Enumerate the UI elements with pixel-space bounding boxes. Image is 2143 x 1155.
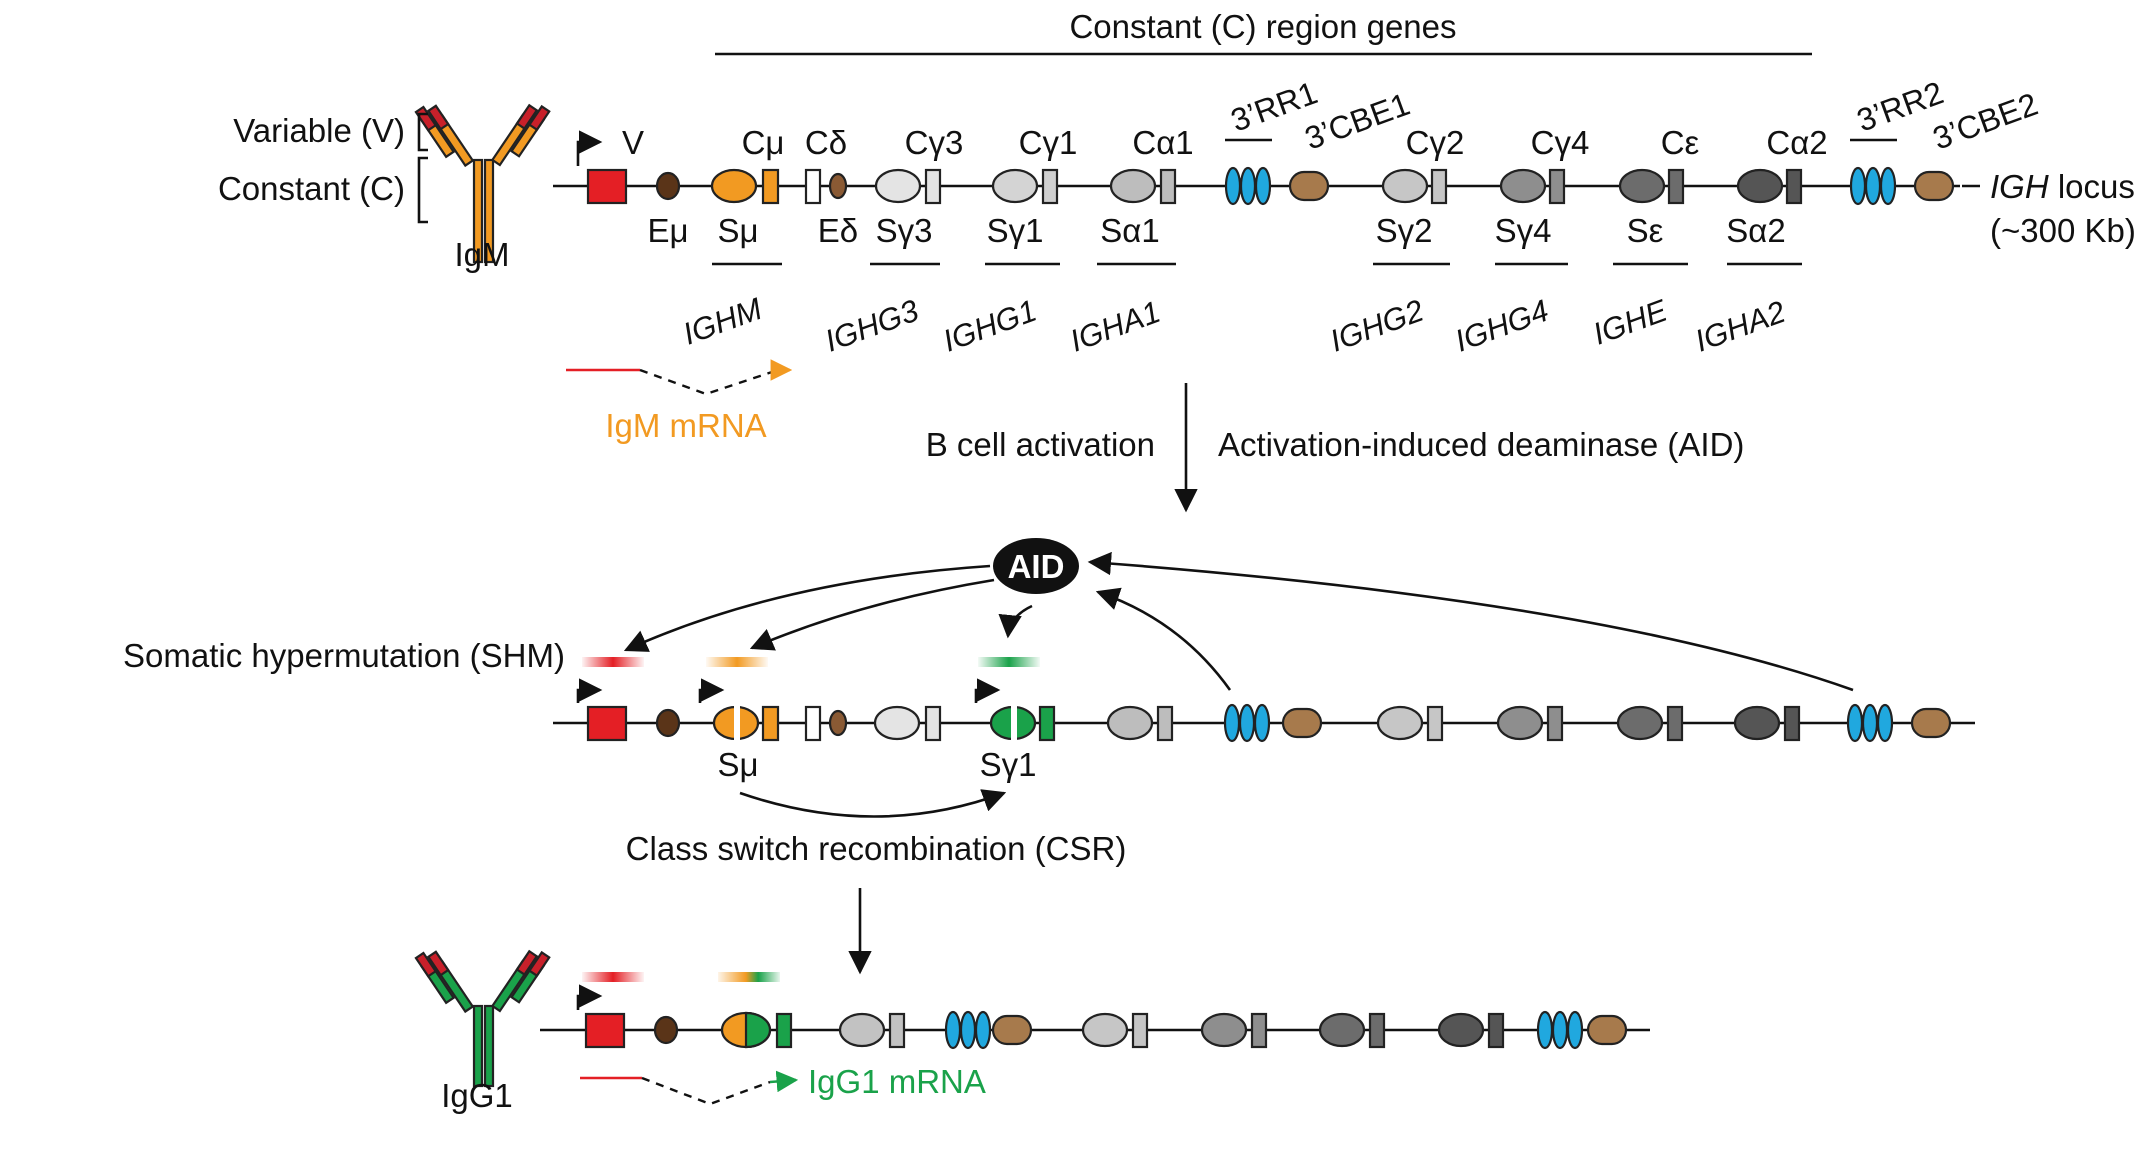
c-gamma2-exon [1430, 168, 1448, 205]
label-igm: IgM [454, 236, 509, 273]
e-mu-enhancer [655, 171, 681, 201]
label-s-gamma1: Sγ1 [987, 212, 1044, 249]
bottom-bar-v [582, 972, 644, 982]
s-alpha1 [1109, 168, 1157, 204]
label-c-delta: Cδ [805, 124, 847, 161]
bottom-bar-switch [718, 972, 780, 982]
igm-mrna-icon [566, 359, 793, 396]
s-gamma3 [874, 168, 922, 204]
c-epsilon-exon [1667, 168, 1685, 205]
label-c-gamma1: Cγ1 [1019, 124, 1078, 161]
label-s-gamma3: Sγ3 [876, 212, 933, 249]
s-gamma1 [991, 168, 1039, 204]
3cbe2-element [1913, 170, 1955, 202]
gene-igha1: IGHA1 [1065, 294, 1164, 359]
label-s-gamma2: Sγ2 [1376, 212, 1433, 249]
igh-locus-germline [553, 130, 1960, 206]
3cbe1-element [1288, 170, 1330, 202]
label-v: V [622, 124, 644, 161]
v-segment [586, 168, 628, 205]
label-s-alpha2: Sα2 [1726, 212, 1785, 249]
label-mid-s-mu: Sμ [717, 746, 758, 783]
shm-bar-sgamma1 [978, 657, 1040, 667]
shm-bar-v [582, 657, 644, 667]
aid-arrows [623, 551, 1854, 692]
c-gamma1-exon [1041, 168, 1059, 205]
label-igm-mrna: IgM mRNA [605, 407, 766, 444]
igh-locus-activated [553, 678, 1975, 743]
c-gamma4-exon [1548, 168, 1566, 205]
aid-node [993, 538, 1079, 594]
gene-ighe: IGHE [1588, 293, 1671, 352]
c-gamma3-exon [924, 168, 942, 205]
label-mid-s-gamma1: Sγ1 [980, 746, 1037, 783]
label-locus-size: (~300 Kb) [1990, 212, 2136, 249]
constant-region-title: Constant (C) region genes [1069, 8, 1456, 45]
variable-bracket [417, 112, 428, 152]
label-constant: Constant (C) [218, 170, 405, 207]
gene-ighg2: IGHG2 [1325, 293, 1428, 359]
s-epsilon [1618, 168, 1666, 204]
s-mu-switch [710, 168, 758, 204]
label-igg1-mrna: IgG1 mRNA [808, 1063, 986, 1100]
s-alpha2 [1736, 168, 1784, 204]
label-s-alpha1: Sα1 [1100, 212, 1159, 249]
csr-arc [739, 789, 1007, 818]
gene-ighg1: IGHG1 [938, 293, 1041, 359]
igg1-mrna-icon [580, 1070, 799, 1106]
gene-igha2: IGHA2 [1690, 294, 1789, 359]
gene-ighm: IGHM [678, 291, 766, 352]
c-alpha1-exon [1159, 168, 1177, 205]
e-delta [828, 172, 848, 200]
constant-bracket [417, 156, 428, 224]
label-aid-full: Activation-induced deaminase (AID) [1218, 426, 1744, 463]
label-igg1: IgG1 [441, 1077, 513, 1114]
label-shm: Somatic hypermutation (SHM) [123, 637, 565, 674]
label-e-mu: Eμ [647, 212, 688, 249]
igg1-antibody-icon [414, 949, 551, 1088]
label-s-mu: Sμ [717, 212, 758, 249]
label-c-alpha1: Cα1 [1132, 124, 1193, 161]
label-b-cell-activation: B cell activation [926, 426, 1155, 463]
label-c-epsilon: Cε [1661, 124, 1700, 161]
label-3cbe2: 3’CBE2 [1928, 86, 2042, 157]
shm-bar-smu [706, 657, 768, 667]
label-s-epsilon: Sε [1627, 212, 1664, 249]
label-c-gamma3: Cγ3 [905, 124, 964, 161]
3rr1-enhancers [1224, 166, 1272, 206]
label-csr: Class switch recombination (CSR) [626, 830, 1127, 867]
c-delta-exon [804, 168, 822, 205]
3rr2-enhancers [1849, 166, 1897, 206]
label-variable: Variable (V) [233, 112, 405, 149]
s-gamma4 [1499, 168, 1547, 204]
label-c-alpha2: Cα2 [1766, 124, 1827, 161]
label-s-gamma4: Sγ4 [1495, 212, 1552, 249]
c-mu-exon [761, 168, 780, 205]
gene-ighg3: IGHG3 [820, 293, 923, 359]
label-e-delta: Eδ [818, 212, 858, 249]
label-c-gamma4: Cγ4 [1531, 124, 1590, 161]
s-gamma2 [1381, 168, 1429, 204]
gene-ighg4: IGHG4 [1450, 293, 1553, 359]
igm-antibody-icon [414, 103, 551, 264]
label-igh-locus: IGH locus [1990, 168, 2135, 205]
c-alpha2-exon [1785, 168, 1803, 205]
label-c-gamma2: Cγ2 [1406, 124, 1465, 161]
label-c-mu: Cμ [742, 124, 785, 161]
label-aid: AID [1008, 548, 1065, 585]
igh-locus-switched [540, 984, 1650, 1050]
